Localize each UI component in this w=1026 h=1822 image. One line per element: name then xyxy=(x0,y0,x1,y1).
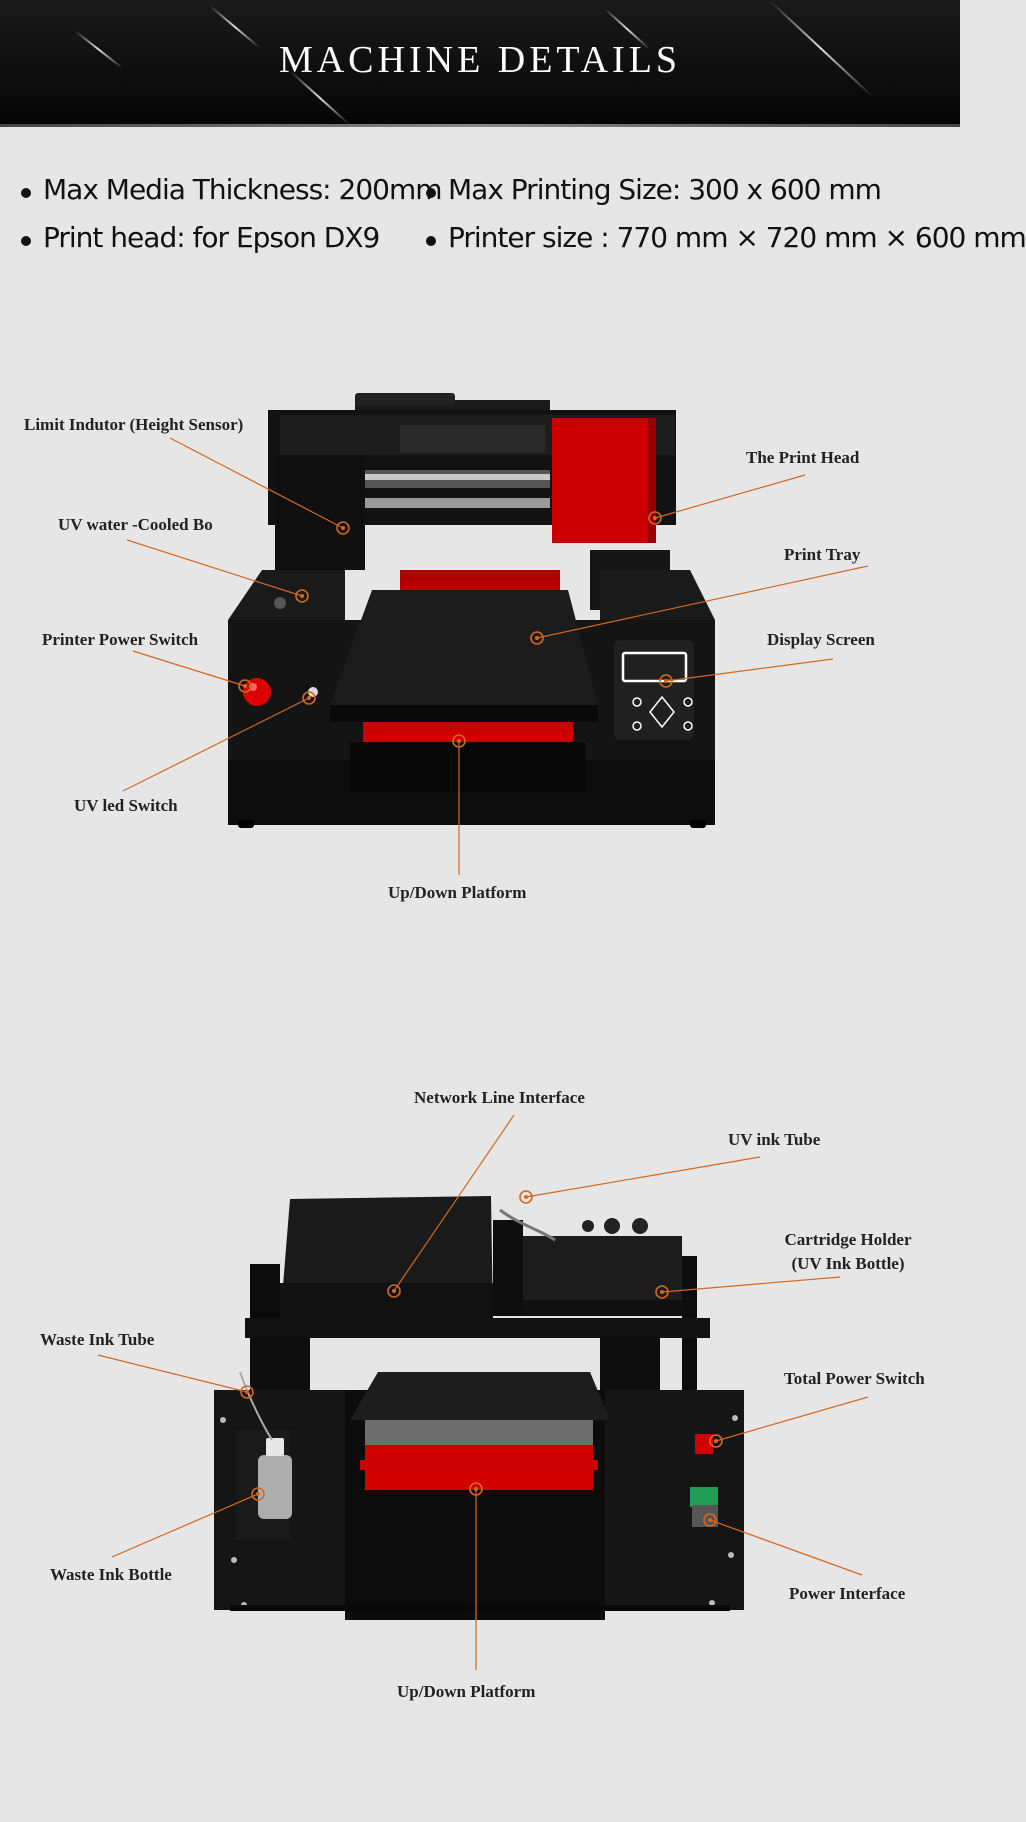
label-cartridge-holder-line2: (UV Ink Bottle) xyxy=(791,1254,905,1273)
label-uv-led-switch: UV led Switch xyxy=(74,796,178,815)
bullet-icon xyxy=(426,188,436,198)
bullet-icon xyxy=(426,236,436,246)
label-uv-water-cooled: UV water -Cooled Bo xyxy=(58,515,213,534)
label-up-down-platform-rear: Up/Down Platform xyxy=(397,1682,536,1701)
label-limit-inductor: Limit Indutor (Height Sensor) xyxy=(24,415,244,434)
label-network-line-interface: Network Line Interface xyxy=(414,1088,585,1107)
front-printer-image xyxy=(228,393,715,828)
banner-divider xyxy=(0,124,960,127)
label-uv-ink-tube: UV ink Tube xyxy=(728,1130,821,1149)
rear-printer-image xyxy=(214,1196,744,1620)
label-power-interface: Power Interface xyxy=(789,1584,906,1603)
front-callout-dots xyxy=(243,516,668,743)
label-up-down-platform-front: Up/Down Platform xyxy=(388,883,527,902)
bullet-icon xyxy=(21,188,31,198)
spec-print-head: Print head: for Epson DX9 xyxy=(43,221,380,254)
label-print-tray: Print Tray xyxy=(784,545,861,564)
bullet-icon xyxy=(21,236,31,246)
page: MACHINE DETAILS Max Media Thickness: 200… xyxy=(0,0,1026,1701)
label-cartridge-holder: Cartridge Holder (UV Ink Bottle) xyxy=(760,1228,936,1276)
rear-callout-lines xyxy=(97,1114,869,1670)
spec-printer-size: Printer size : 770 mm × 720 mm × 600 mm xyxy=(448,221,1026,254)
label-cartridge-holder-line1: Cartridge Holder xyxy=(784,1230,912,1249)
header-banner: MACHINE DETAILS xyxy=(0,0,960,127)
front-callout-markers xyxy=(238,511,673,748)
printer-illustrations xyxy=(97,393,869,1670)
banner-title: MACHINE DETAILS xyxy=(278,39,682,81)
rear-callout-markers xyxy=(240,1190,723,1527)
label-waste-ink-bottle: Waste Ink Bottle xyxy=(50,1565,172,1584)
spec-max-printing-size: Max Printing Size: 300 x 600 mm xyxy=(448,173,882,206)
label-total-power-switch: Total Power Switch xyxy=(784,1369,925,1388)
label-display-screen: Display Screen xyxy=(767,630,875,649)
spec-max-media-thickness: Max Media Thickness: 200mm xyxy=(43,173,442,206)
label-waste-ink-tube: Waste Ink Tube xyxy=(40,1330,155,1349)
label-printer-power-switch: Printer Power Switch xyxy=(42,630,199,649)
label-print-head: The Print Head xyxy=(746,448,860,467)
rear-callout-dots xyxy=(245,1195,718,1522)
front-callout-lines xyxy=(122,437,869,875)
